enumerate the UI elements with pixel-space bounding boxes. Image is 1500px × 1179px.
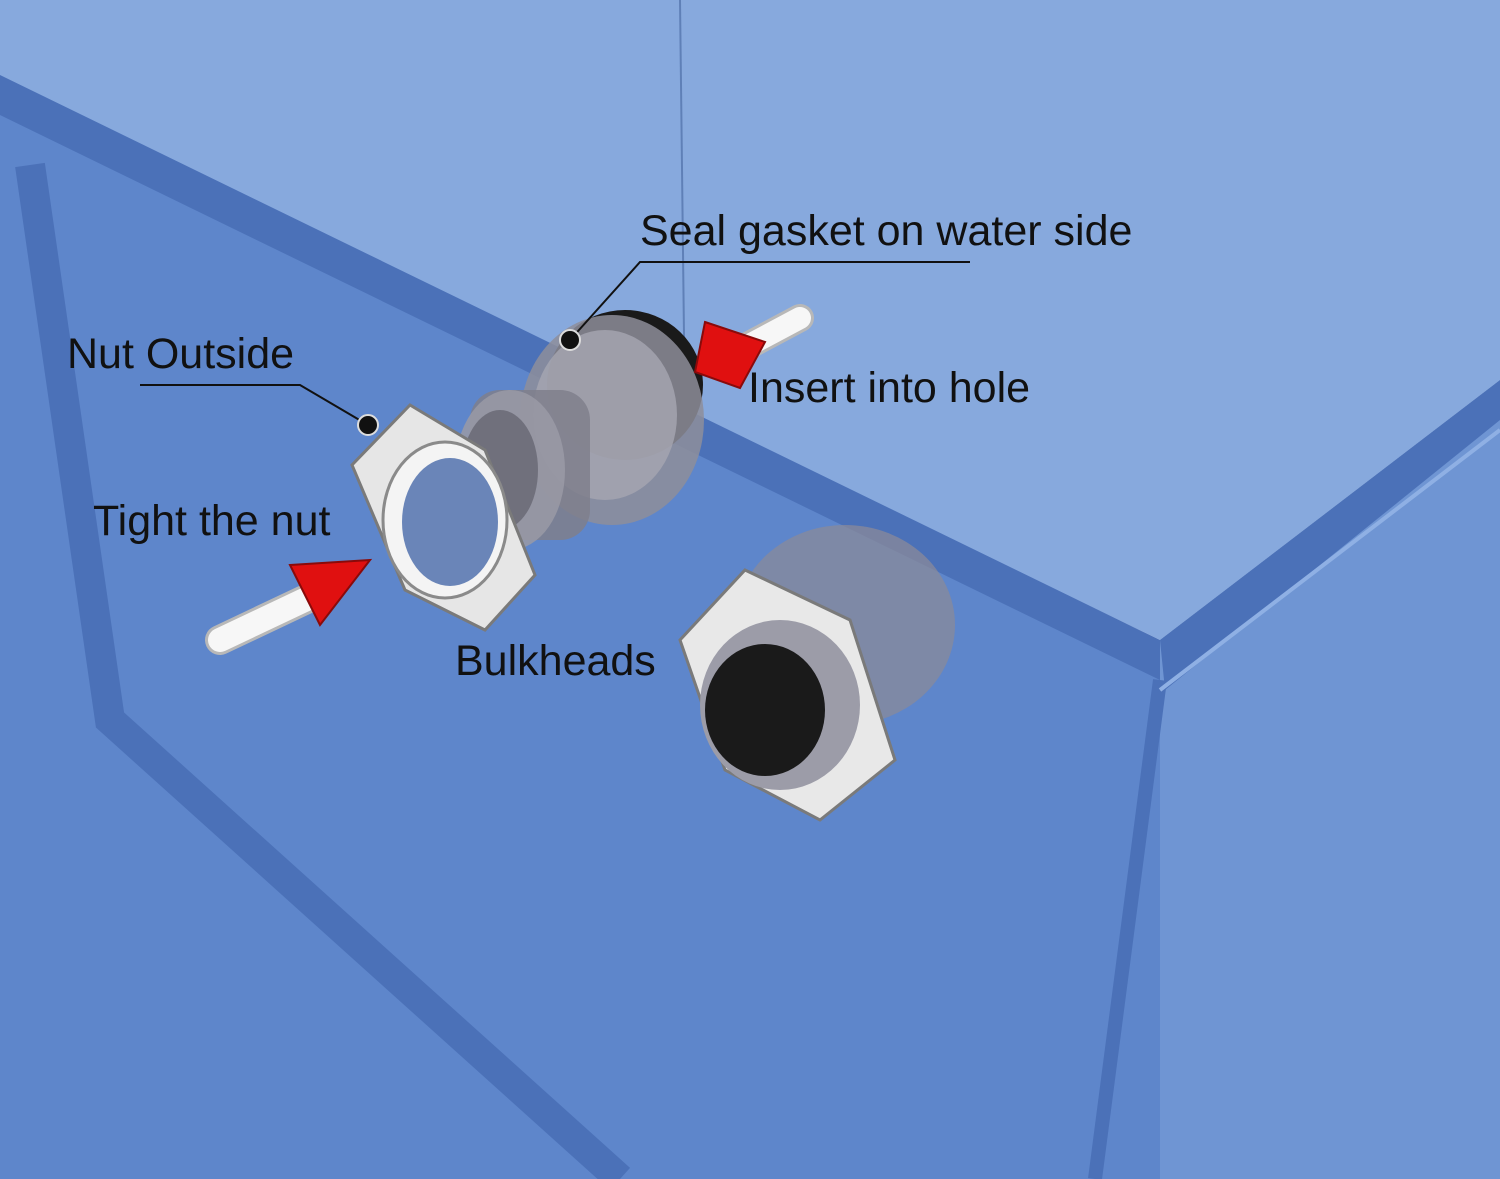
label-insert-into-hole: Insert into hole [748, 364, 1031, 412]
bulkhead-fitting-installed [678, 525, 955, 822]
label-bulkheads: Bulkheads [455, 637, 656, 685]
label-nut-outside: Nut Outside [67, 330, 295, 378]
tank-back-wall [0, 0, 1500, 640]
tank-side-rim [1160, 380, 1500, 690]
tank-front-frame [15, 162, 631, 1179]
tank-side-frame [1158, 428, 1500, 692]
hex-nut-icon [350, 403, 537, 632]
label-seal-gasket: Seal gasket on water side [640, 207, 1133, 255]
tank-corner-edge [1088, 679, 1167, 1179]
leader-dot-gasket [559, 329, 581, 351]
arrow-icon [205, 558, 373, 655]
leader-lines [140, 261, 970, 426]
tank-front-wall [0, 115, 1160, 1179]
leader-dot-nut [357, 414, 379, 436]
arrow-icon-insert [693, 304, 814, 390]
label-tight-the-nut: Tight the nut [93, 497, 331, 545]
